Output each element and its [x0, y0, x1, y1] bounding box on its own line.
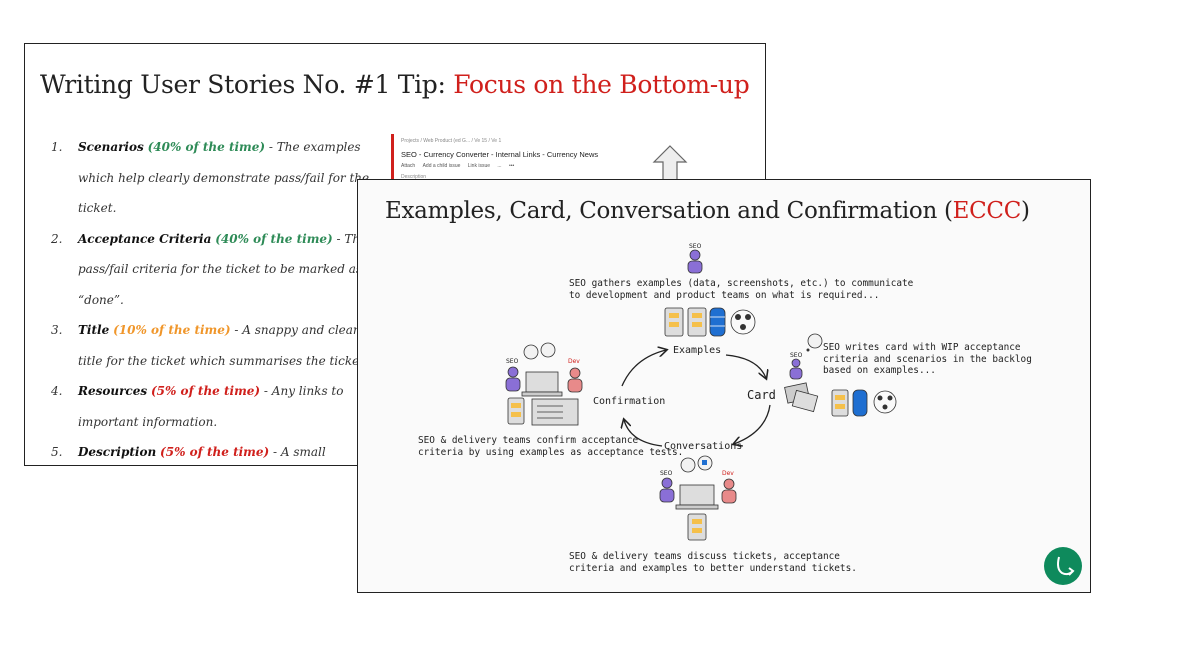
- tip-percentage: (5% of the time): [160, 445, 270, 459]
- title-accent: Focus on the Bottom-up: [453, 70, 750, 99]
- tip-item: 1. Scenarios (40% of the time) - The exam…: [51, 132, 381, 224]
- dev-person-icon: [567, 367, 583, 393]
- tip-item: 4. Resources (5% of the time) - Any links…: [51, 376, 381, 437]
- seo-label: SEO: [689, 243, 702, 250]
- tip-name: Resources: [78, 384, 148, 398]
- tip-percentage: (40% of the time): [147, 140, 266, 154]
- tip-text: - A small description written from the p…: [273, 445, 326, 459]
- seo-label: SEO: [506, 358, 519, 365]
- tip-percentage: (5% of the time): [150, 384, 261, 398]
- tip-number: 1.: [51, 140, 63, 154]
- thought-bubble-icon: [523, 342, 556, 360]
- caption-conversations: SEO & delivery teams discuss tickets, ac…: [569, 551, 857, 574]
- caption-examples: SEO gathers examples (data, screenshots,…: [569, 278, 914, 301]
- spreadsheet-icon: [687, 307, 707, 337]
- tip-name: Scenarios: [78, 140, 144, 154]
- jira-breadcrumb: Projects / Web Product (ed G... / Ve 15 …: [401, 138, 502, 144]
- jira-more-button: ...: [497, 163, 502, 169]
- document-icon: [664, 307, 684, 337]
- jira-actions: Attach Add a child issue Link issue ... …: [401, 163, 520, 169]
- tip-percentage: (10% of the time): [113, 323, 231, 337]
- checklist-icon: [531, 398, 579, 426]
- slide-title: Examples, Card, Conversation and Confirm…: [385, 198, 1030, 224]
- dev-person-icon: [721, 478, 737, 504]
- tip-text: - The examples which help clearly demons…: [78, 140, 370, 215]
- tip-item: 3. Title (10% of the time) - A snappy and…: [51, 315, 381, 376]
- tip-number: 4.: [51, 384, 63, 398]
- jira-add-child-button: Add a child issue: [422, 163, 461, 169]
- arrow-conversations-to-confirmation: [624, 420, 663, 447]
- seo-person-icon: [659, 477, 675, 503]
- document-icon: [507, 397, 525, 425]
- cards-stack-icon: [784, 382, 819, 413]
- document-icon: [831, 389, 849, 417]
- slide-eccc: Examples, Card, Conversation and Confirm…: [357, 179, 1091, 593]
- eccc-cycle-diagram: [505, 249, 897, 541]
- seo-person-icon: [789, 358, 803, 380]
- tip-name: Acceptance Criteria: [78, 231, 212, 246]
- dev-label: Dev: [568, 358, 580, 365]
- arrow-examples-to-card: [725, 354, 766, 378]
- jira-attach-button: Attach: [401, 163, 416, 169]
- tip-name: Description: [78, 445, 157, 459]
- thought-bubble-icon: [806, 333, 823, 352]
- slide-title: Writing User Stories No. #1 Tip: Focus o…: [40, 70, 750, 99]
- loop-arrow-icon: [1044, 547, 1082, 585]
- jira-description-label: Description: [401, 174, 427, 180]
- tip-number: 3.: [51, 323, 63, 337]
- jira-link-issue-button: Link issue: [467, 163, 491, 169]
- dev-label: Dev: [722, 470, 734, 477]
- tip-number: 2.: [51, 231, 63, 246]
- tip-text: - Any links to important information.: [78, 384, 344, 429]
- seo-person-icon: [687, 249, 703, 274]
- seo-person-icon: [505, 366, 521, 392]
- tip-text: - The pass/fail criteria for the ticket …: [78, 231, 368, 307]
- tip-number: 5.: [51, 445, 63, 459]
- data-flow-icon: [873, 390, 897, 414]
- seo-label: SEO: [790, 352, 803, 359]
- up-arrow-icon: [652, 145, 688, 184]
- thought-bubble-icon: [680, 455, 713, 473]
- node-confirmation: Confirmation: [593, 396, 666, 407]
- tip-name: Title: [78, 323, 110, 337]
- arrow-card-to-conversations: [734, 404, 771, 444]
- arrow-confirmation-to-examples: [621, 350, 666, 387]
- node-card: Card: [747, 388, 776, 402]
- tip-item: 2.Acceptance Criteria (40% of the time) …: [51, 224, 381, 316]
- tip-item: 5. Description (5% of the time) - A small…: [51, 437, 381, 465]
- node-conversations: Conversations: [664, 441, 743, 452]
- database-icon: [709, 307, 726, 337]
- database-icon: [852, 389, 868, 417]
- title-accent: ECCC: [952, 198, 1022, 224]
- laptop-icon: [521, 371, 563, 397]
- node-examples: Examples: [673, 345, 722, 356]
- document-icon: [687, 513, 707, 541]
- tips-list: 1. Scenarios (40% of the time) - The exam…: [51, 132, 381, 465]
- jira-ticket-title: SEO - Currency Converter - Internal Link…: [401, 150, 599, 159]
- seo-label: SEO: [660, 470, 673, 477]
- laptop-icon: [675, 484, 719, 510]
- tip-text: - A snappy and clear title for the ticke…: [78, 323, 368, 368]
- data-flow-icon: [730, 309, 756, 335]
- tip-percentage: (40% of the time): [215, 231, 333, 246]
- jira-ellipsis-button: •••: [508, 163, 515, 169]
